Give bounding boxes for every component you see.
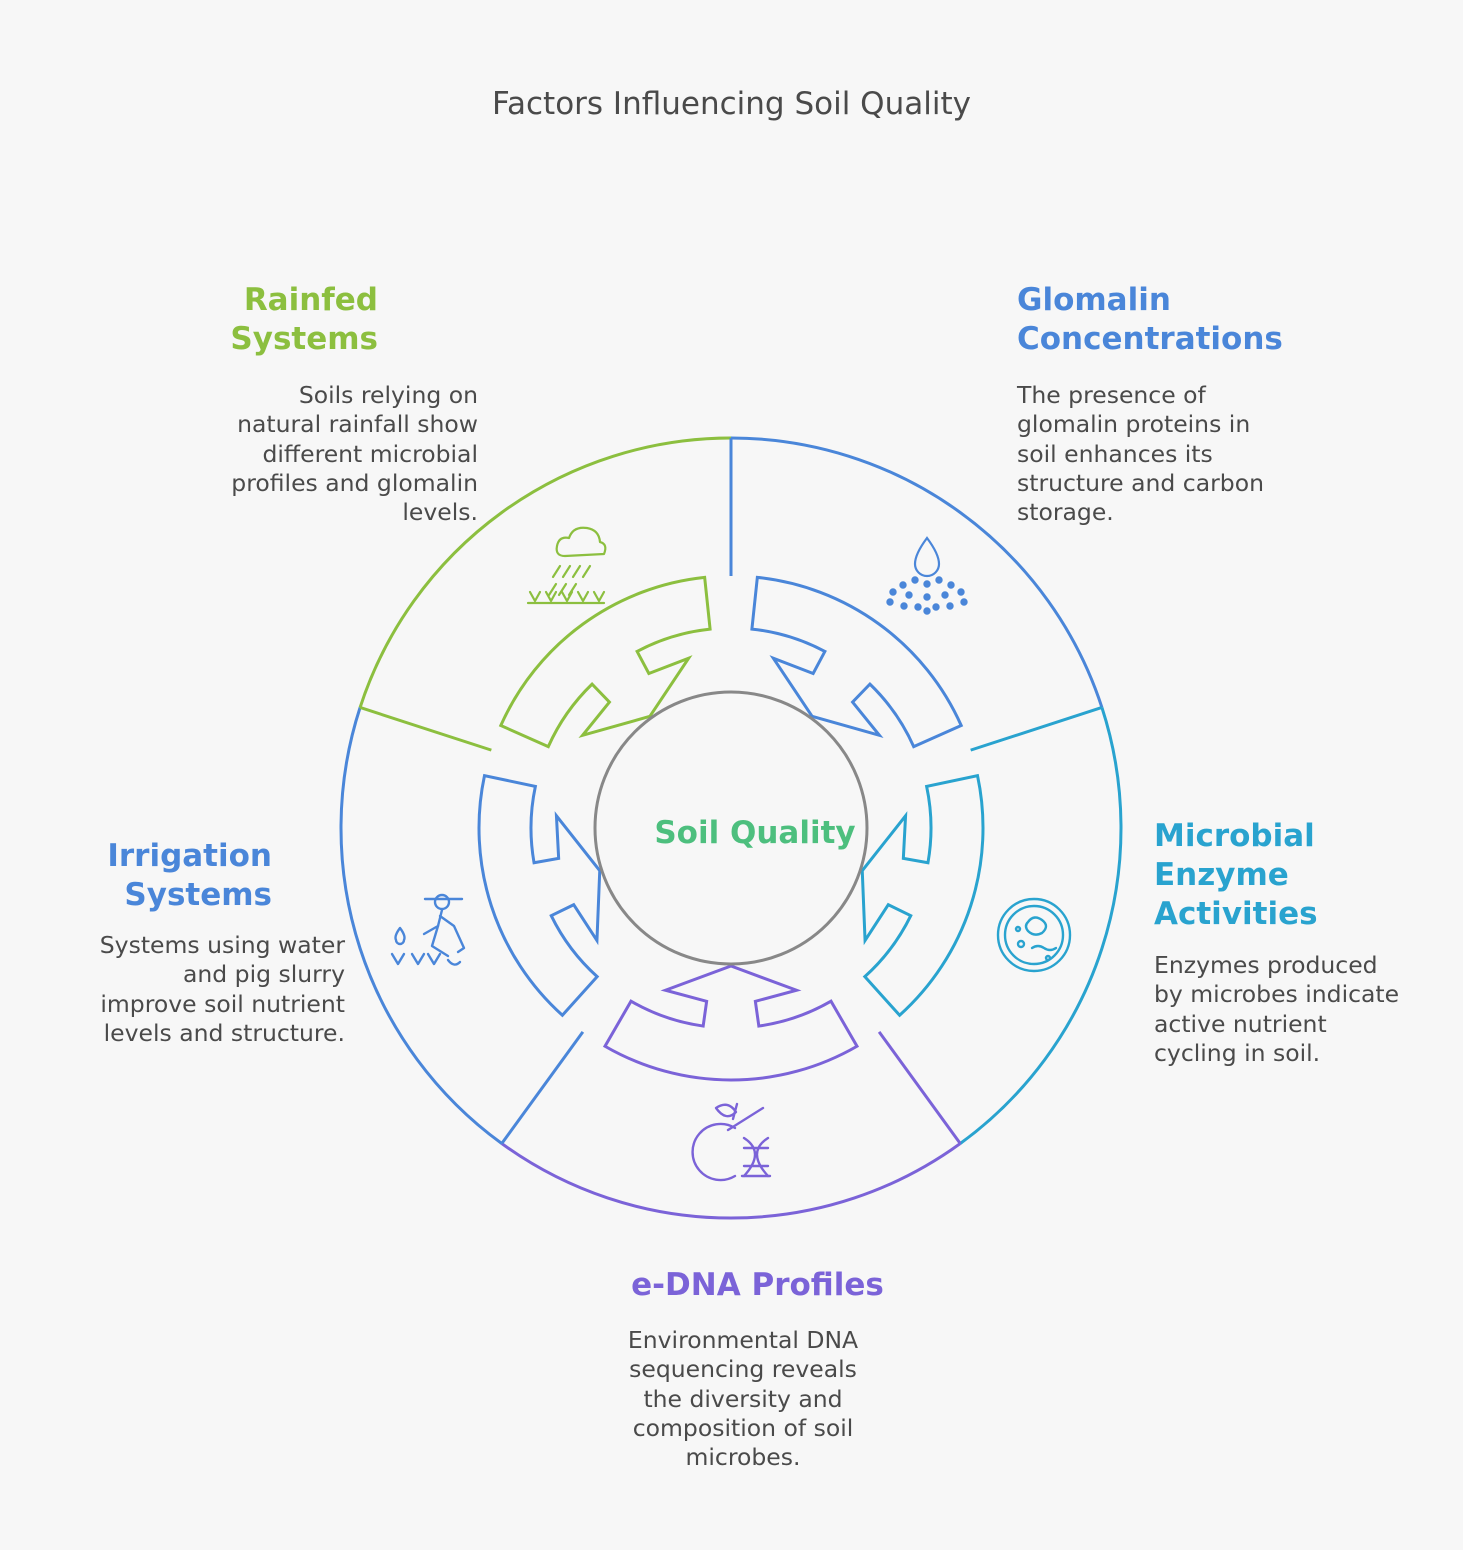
microbe-cell-icon — [996, 897, 1072, 973]
irrigation-arrow — [477, 773, 602, 1018]
sector-divider — [359, 706, 492, 752]
rainfed-heading: Rainfed Systems — [230, 282, 378, 357]
rain-cloud-icon — [526, 526, 607, 605]
irrigation-heading: Irrigation Systems — [107, 838, 272, 913]
glomalin-description: The presence of glomalin proteins in soi… — [1017, 381, 1264, 527]
glomalin-heading: Glomalin Concentrations — [1017, 282, 1283, 357]
edna-description: Environmental DNA sequencing reveals the… — [627, 1326, 859, 1472]
sector-divider — [877, 1030, 962, 1145]
irrigation-outer-arc — [339, 707, 503, 1145]
center-circle — [593, 690, 869, 966]
edna-outer-arc — [500, 1142, 962, 1220]
rainfed-description: Soils relying on natural rainfall show d… — [231, 381, 478, 527]
outer-ring-sectors — [339, 436, 1123, 1220]
rainfed-outer-arc — [358, 436, 732, 708]
dna-plant-icon — [691, 1102, 772, 1182]
water-drop-particles-icon — [886, 536, 968, 615]
inward-arrows — [477, 575, 985, 1082]
rainfed-arrow — [498, 575, 712, 749]
glomalin-outer-arc — [730, 436, 1104, 708]
center-label: Soil Quality — [654, 815, 856, 851]
farmer-watering-icon — [390, 893, 466, 966]
enzyme-outer-arc — [959, 707, 1123, 1145]
sector-divider — [500, 1030, 585, 1145]
sector-divider — [970, 706, 1103, 752]
edna-heading: e-DNA Profiles — [631, 1267, 884, 1303]
diagram-title: Factors Influencing Soil Quality — [492, 86, 971, 122]
irrigation-description: Systems using water and pig slurry impro… — [99, 931, 345, 1047]
edna-arrow — [602, 964, 860, 1082]
enzyme-arrow — [860, 773, 985, 1018]
enzyme-description: Enzymes produced by microbes indicate ac… — [1154, 951, 1400, 1067]
enzyme-heading: Microbial Enzyme Activities — [1154, 818, 1318, 932]
glomalin-arrow — [750, 575, 964, 749]
